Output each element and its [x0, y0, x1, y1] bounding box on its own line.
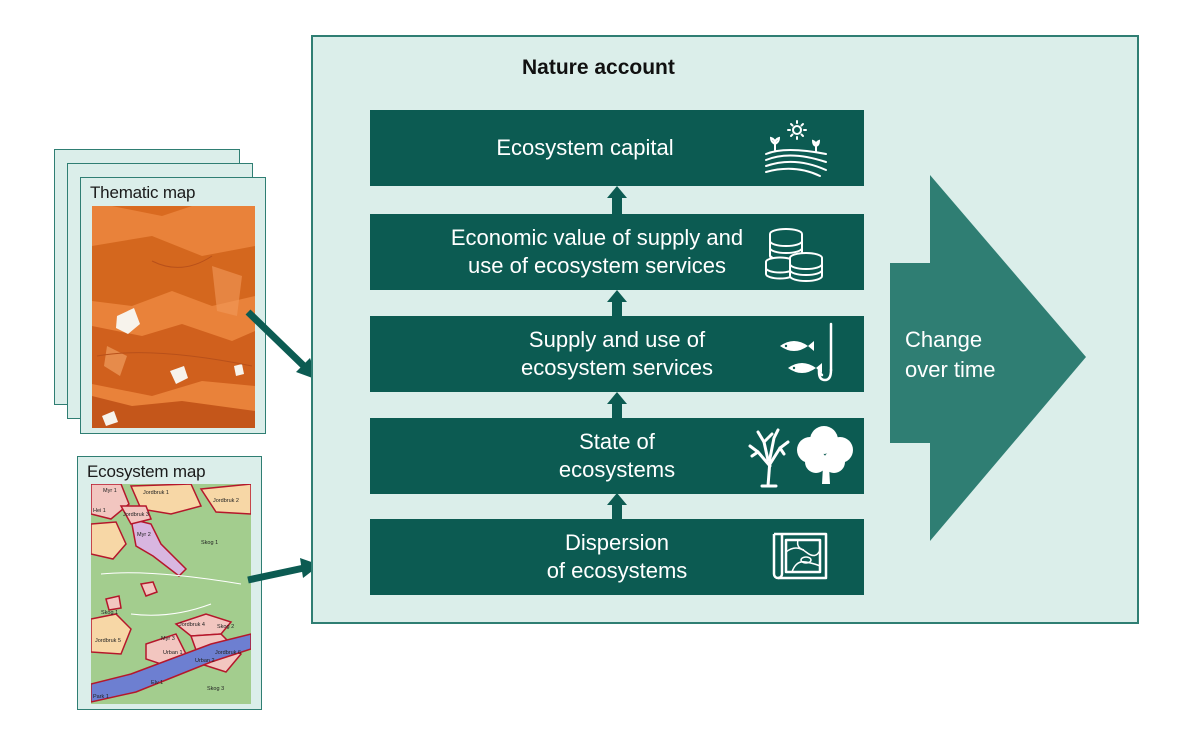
connector-4-head	[607, 493, 627, 505]
ecosystem-map-card: Ecosystem map Myr 1 Jordbruk 1 Hei 1 Jordbr…	[77, 456, 262, 710]
ecosystem-region-label: Myr 1	[103, 488, 117, 494]
thematic-map-image	[92, 206, 255, 428]
landscape-icon	[765, 120, 827, 177]
ecosystem-region-label: Jordbruk 2	[213, 498, 239, 504]
change-line-2: over time	[905, 357, 996, 382]
box-dispersion: Dispersion of ecosystems	[370, 519, 864, 595]
connector-1-head	[607, 186, 627, 198]
ecosystem-region-label: Jordbruk 5	[95, 638, 121, 644]
box-state-ecosystems-label: State of ecosystems	[370, 418, 864, 494]
connector-1	[612, 196, 622, 214]
dispersion-line-2: of ecosystems	[546, 558, 688, 583]
connector-2-head	[607, 290, 627, 302]
ecosystem-region-label: Urban 2	[195, 658, 215, 664]
thematic-map-card: Thematic map	[80, 177, 266, 434]
economic-line-1: Economic value of supply and	[450, 225, 744, 250]
coins-icon	[765, 228, 823, 282]
box-supply-use-label: Supply and use of ecosystem services	[370, 316, 864, 392]
state-line-1: State of	[579, 429, 655, 454]
box-ecosystem-capital-label: Ecosystem capital	[370, 110, 800, 186]
ecosystem-region-label: Jordbruk 3	[123, 512, 149, 518]
state-line-2: ecosystems	[558, 457, 676, 482]
ecosystem-region-label: Skog 1	[201, 540, 218, 546]
economic-line-2: use of ecosystem services	[468, 253, 726, 278]
ecosystem-region-label: Park 1	[93, 694, 109, 700]
thematic-map-label: Thematic map	[90, 183, 196, 202]
change-over-time-arrow	[890, 175, 1086, 541]
box-economic-value-label: Economic value of supply and use of ecos…	[370, 214, 864, 290]
ecosystem-region-label: Hei 1	[93, 508, 106, 514]
ecosystem-map-label: Ecosystem map	[87, 462, 206, 481]
box-ecosystem-capital: Ecosystem capital	[370, 110, 864, 186]
map-scroll-icon	[772, 532, 828, 580]
connector-3	[612, 402, 622, 418]
change-line-1: Change	[905, 327, 983, 352]
connector-2	[612, 300, 622, 316]
ecosystem-input-arrow	[247, 564, 305, 584]
ecosystem-region-label: Skog 1	[101, 610, 118, 616]
box-dispersion-label: Dispersion of ecosystems	[370, 519, 864, 595]
capital-text: Ecosystem capital	[496, 135, 674, 160]
ecosystem-region-label: Jordbruk 1	[143, 490, 169, 496]
box-supply-use: Supply and use of ecosystem services	[370, 316, 864, 392]
change-over-time-label: Change over time	[905, 325, 1015, 385]
ecosystem-region-label: Myr 2	[137, 532, 151, 538]
thematic-input-arrow	[245, 309, 311, 373]
ecosystem-region-label: Urban 1	[163, 650, 183, 656]
trees-icon	[748, 426, 853, 488]
panel-title: Nature account	[522, 56, 675, 79]
ecosystem-region-label: Skog 2	[217, 624, 234, 630]
connector-4	[612, 503, 622, 520]
box-state-ecosystems: State of ecosystems	[370, 418, 864, 494]
ecosystem-region-label: Skog 3	[207, 686, 224, 692]
ecosystem-map-image: Myr 1 Jordbruk 1 Hei 1 Jordbruk 3 Jordbruk 2…	[91, 484, 251, 704]
box-economic-value: Economic value of supply and use of ecos…	[370, 214, 864, 290]
ecosystem-region-label: Jordbruk 6	[215, 650, 241, 656]
supply-line-2: ecosystem services	[521, 355, 713, 380]
connector-3-head	[607, 392, 627, 404]
supply-line-1: Supply and use of	[528, 327, 706, 352]
dispersion-line-1: Dispersion	[565, 530, 669, 555]
ecosystem-region-label: Jordbruk 4	[179, 622, 205, 628]
ecosystem-region-label: Myr 3	[161, 636, 175, 642]
ecosystem-region-label: Elv 1	[151, 680, 163, 686]
fish-hook-icon	[780, 322, 833, 382]
